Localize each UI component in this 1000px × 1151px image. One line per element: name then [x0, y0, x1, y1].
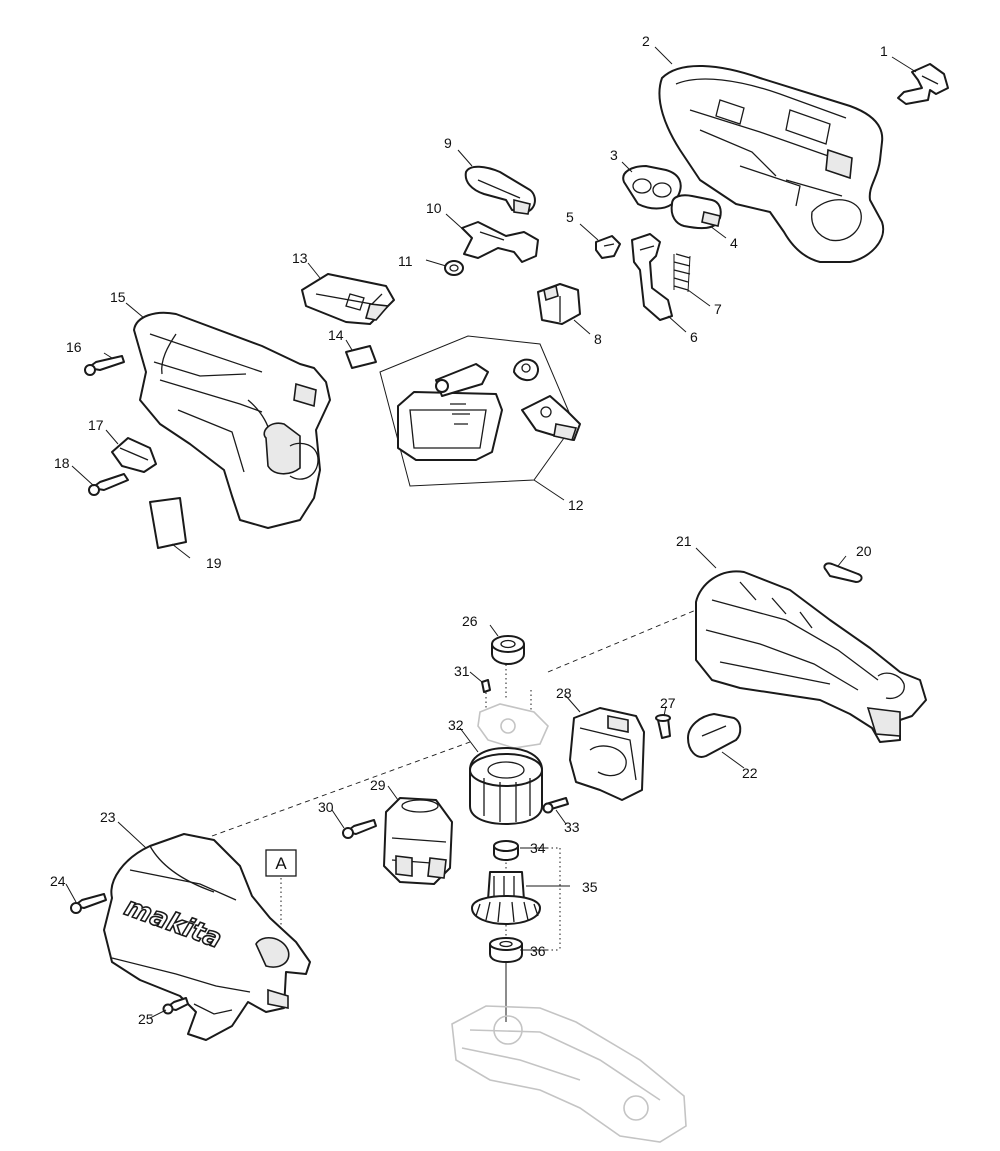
label-plate — [149, 497, 187, 549]
callout-16: 16 — [66, 339, 82, 355]
reference-marker-label: A — [275, 854, 287, 873]
callout-12: 12 — [568, 497, 584, 513]
callout-6: 6 — [690, 329, 698, 345]
callout-15: 15 — [110, 289, 126, 305]
callout-26: 26 — [462, 613, 478, 629]
small-clip — [595, 235, 621, 259]
callout-32: 32 — [448, 717, 464, 733]
rear-housing-upper — [658, 64, 885, 263]
callout-22: 22 — [742, 765, 758, 781]
switch-arm — [461, 221, 539, 263]
callout-25: 25 — [138, 1011, 154, 1027]
screw-33 — [542, 797, 569, 814]
callout-34: 34 — [530, 840, 546, 856]
motor-housing — [383, 797, 453, 885]
callout-5: 5 — [566, 209, 574, 225]
callout-9: 9 — [444, 135, 452, 151]
pin-20 — [823, 562, 863, 583]
callout-14: 14 — [328, 327, 344, 343]
rotor — [471, 871, 541, 925]
callout-23: 23 — [100, 809, 116, 825]
front-housing-upper — [133, 311, 331, 529]
lock-off-lever — [631, 233, 673, 321]
callout-29: 29 — [370, 777, 386, 793]
motor-bracket — [569, 707, 645, 801]
callout-4: 4 — [730, 235, 738, 251]
handle-cover — [464, 165, 536, 215]
small-label — [345, 345, 377, 369]
callout-18: 18 — [54, 455, 70, 471]
callout-28: 28 — [556, 685, 572, 701]
button-17 — [111, 437, 157, 473]
bearing-34 — [493, 840, 519, 861]
callout-24: 24 — [50, 873, 66, 889]
rear-housing-lower — [695, 570, 927, 743]
bearing-26 — [491, 635, 525, 665]
small-spring — [444, 260, 464, 276]
callout-13: 13 — [292, 250, 308, 266]
cover-22 — [687, 713, 742, 758]
callout-21: 21 — [676, 533, 692, 549]
callout-7: 7 — [714, 301, 722, 317]
ghost-gear-housing — [451, 1005, 687, 1143]
switch-pad — [670, 194, 722, 229]
bearing-36 — [489, 937, 523, 963]
callout-20: 20 — [856, 543, 872, 559]
screw-18 — [88, 473, 129, 496]
front-housing-lower: makita — [103, 833, 311, 1041]
screw-24 — [70, 893, 107, 914]
callout-33: 33 — [564, 819, 580, 835]
screw-27 — [655, 714, 671, 739]
callout-27: 27 — [660, 695, 676, 711]
callout-10: 10 — [426, 200, 442, 216]
callout-17: 17 — [88, 417, 104, 433]
callout-36: 36 — [530, 943, 546, 959]
screw-30 — [342, 819, 377, 839]
callout-31: 31 — [454, 663, 470, 679]
callout-30: 30 — [318, 799, 334, 815]
compression-spring — [673, 253, 691, 293]
callout-1: 1 — [880, 43, 888, 59]
ghost-sensor-board — [477, 703, 549, 749]
switch-lever — [897, 63, 949, 105]
stator — [469, 747, 543, 825]
controller-board — [301, 273, 395, 325]
screw-31 — [481, 679, 491, 693]
switch-unit — [537, 283, 581, 325]
callout-19: 19 — [206, 555, 222, 571]
callout-35: 35 — [582, 879, 598, 895]
callout-11: 11 — [398, 253, 413, 269]
reference-marker-a: A — [265, 849, 297, 877]
alignment-lines — [211, 601, 716, 1022]
callout-8: 8 — [594, 331, 602, 347]
callout-3: 3 — [610, 147, 618, 163]
callout-2: 2 — [642, 33, 650, 49]
callout-labels: 1 2 3 4 5 6 7 8 9 10 11 12 13 14 15 16 1… — [50, 33, 888, 1027]
screw-25 — [162, 997, 189, 1015]
leader-lines — [65, 46, 917, 1019]
parts-kit-group — [379, 335, 581, 487]
screw-16 — [84, 355, 125, 376]
